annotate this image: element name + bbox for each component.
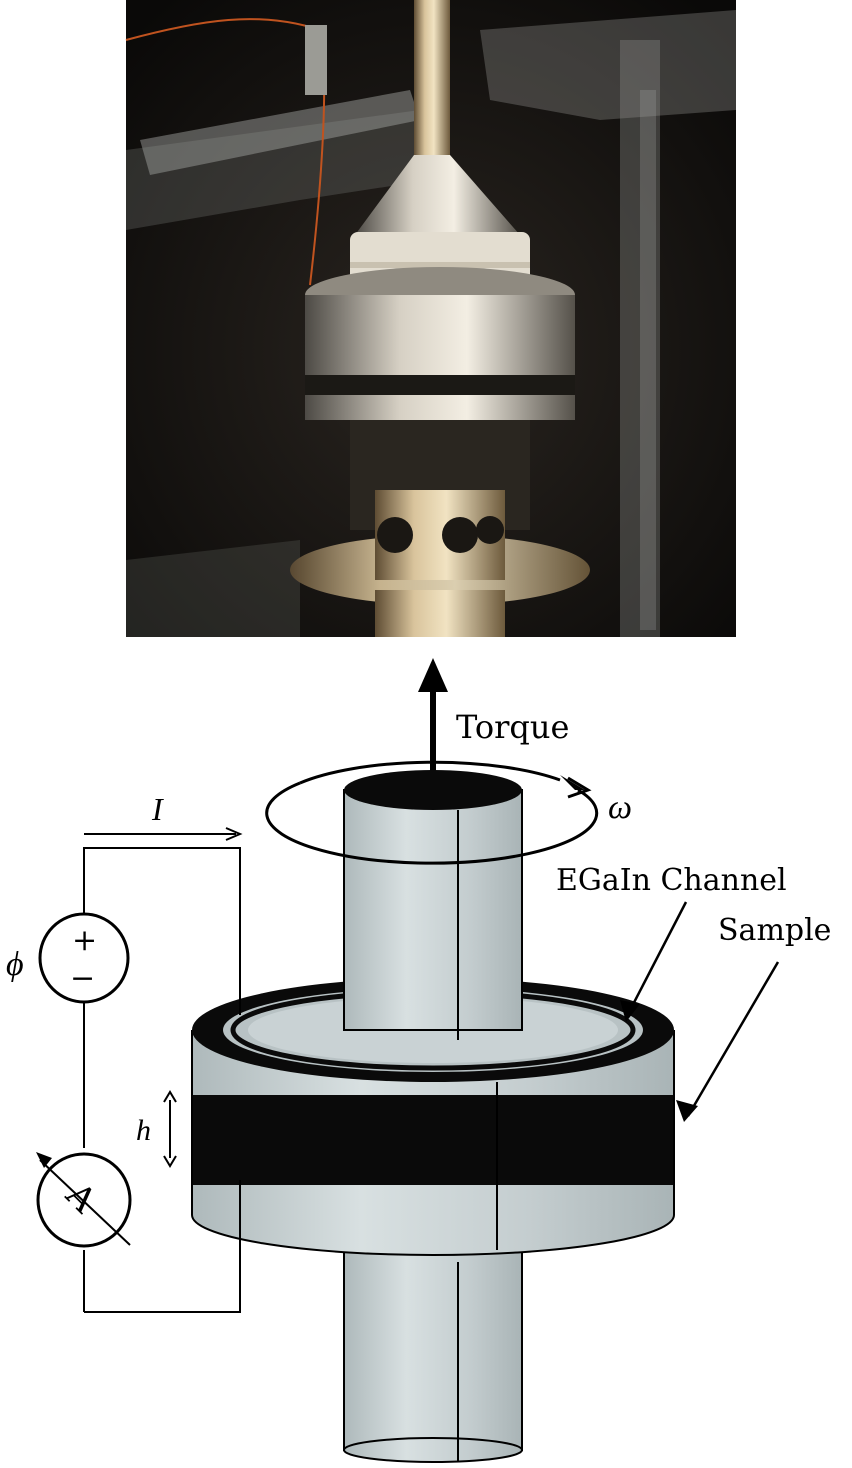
sample-label: Sample (718, 913, 831, 948)
current-arrow (84, 827, 243, 841)
sample-pointer (686, 961, 780, 1117)
torque-label: Torque (456, 708, 569, 746)
minus-sign: − (70, 961, 95, 996)
height-marker (163, 1090, 177, 1168)
height-label: h (136, 1114, 151, 1147)
plus-sign: + (72, 923, 97, 958)
sample-pointer-head (676, 1100, 698, 1122)
cone (355, 155, 520, 235)
circuit (83, 847, 241, 1313)
omega-label: ω (608, 789, 632, 826)
egain-channel-label: EGaIn Channel (556, 863, 787, 898)
ammeter (36, 1152, 132, 1248)
current-label: I (151, 791, 164, 827)
rheometer-photo (125, 0, 736, 637)
top-shaft (343, 770, 523, 1040)
egain-pointer-head (620, 1000, 640, 1022)
egain-pointer (624, 901, 688, 1019)
potential-label: ϕ (6, 946, 24, 983)
voltage-source (38, 912, 130, 1004)
rheometer-cell (191, 978, 675, 1256)
acrylic-frame (126, 10, 736, 637)
shaft (414, 0, 450, 160)
rotation-arrow (265, 760, 599, 865)
upper-flange (305, 295, 575, 375)
